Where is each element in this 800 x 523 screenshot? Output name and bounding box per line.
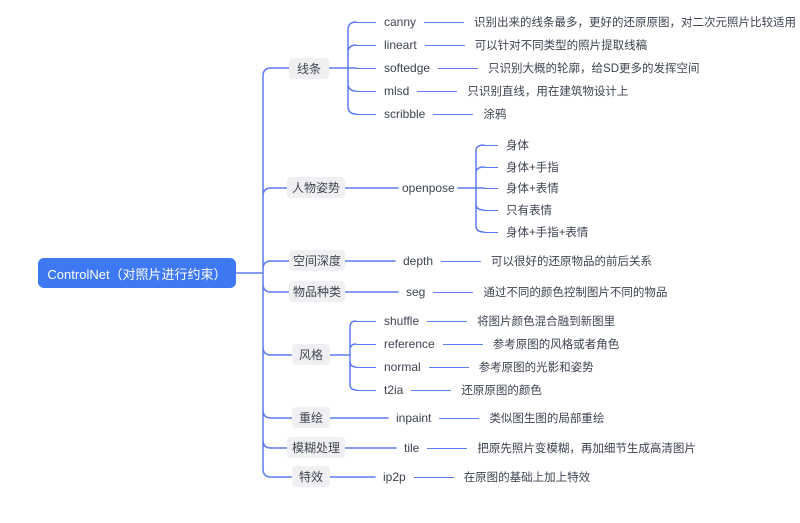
branch-node-blur[interactable]: 模糊处理 [287,437,345,458]
node-pose-body-fingers-face: 身体+手指+表情 [484,223,588,241]
branch-dash [484,231,498,233]
node-t2ia-desc[interactable]: 还原原图的颜色 [461,385,542,397]
branch-dash [433,113,474,115]
node-shuffle-desc[interactable]: 将图片颜色混合融到新图里 [477,316,616,328]
node-normal-label[interactable]: normal [384,360,421,374]
node-inpaint: inpaint 类似图生图的局部重绘 [388,409,604,427]
node-t2ia: t2ia 还原原图的颜色 [356,381,542,399]
branch-node-effects[interactable]: 特效 [292,466,330,487]
branch-dash [356,320,376,322]
node-softedge-desc[interactable]: 只识别大概的轮廓，给SD更多的发挥空间 [488,63,700,75]
node-ip2p: ip2p 在原图的基础上加上特效 [375,468,590,486]
node-scribble-desc[interactable]: 涂鸦 [483,109,507,121]
node-scribble: scribble 涂鸦 [356,105,506,123]
node-reference-desc[interactable]: 参考原图的风格或者角色 [492,339,620,351]
node-pose-body-fingers-face-label[interactable]: 身体+手指+表情 [506,227,589,239]
node-canny-label[interactable]: canny [384,15,417,29]
node-inpaint-desc[interactable]: 类似图生图的局部重绘 [489,413,605,425]
node-openpose: openpose [394,179,455,197]
branch-dash [424,44,465,46]
branch-dash [413,476,454,478]
node-tile-desc[interactable]: 把原先照片变模糊，再加细节生成高清图片 [477,443,696,455]
node-depth-desc[interactable]: 可以很好的还原物品的前后关系 [491,256,653,268]
node-seg: seg 通过不同的颜色控制图片不同的物品 [398,283,667,301]
node-softedge: softedge 只识别大概的轮廓，给SD更多的发挥空间 [356,59,700,77]
node-pose-body-face: 身体+表情 [484,179,559,197]
node-shuffle-label[interactable]: shuffle [384,314,420,328]
branch-dash [356,44,376,46]
node-seg-label[interactable]: seg [406,285,426,299]
node-lineart-desc[interactable]: 可以针对不同类型的照片提取线稿 [474,40,648,52]
branch-dash [484,144,498,146]
branch-dash [356,113,376,115]
branch-dash [356,366,376,368]
node-pose-body-fingers-label[interactable]: 身体+手指 [506,162,559,174]
root-node-controlnet[interactable]: ControlNet（对照片进行约束） [38,258,236,288]
node-ip2p-desc[interactable]: 在原图的基础上加上特效 [463,472,591,484]
node-ip2p-label[interactable]: ip2p [383,470,406,484]
branch-dash [484,187,498,189]
branch-dash [439,417,480,419]
node-tile-label[interactable]: tile [404,441,420,455]
branch-dash [438,67,479,69]
branch-dash [356,389,376,391]
branch-dash [484,209,498,211]
branch-dash [356,90,376,92]
branch-node-pose[interactable]: 人物姿势 [287,177,345,198]
node-t2ia-label[interactable]: t2ia [384,383,404,397]
branch-node-object-type[interactable]: 物品种类 [289,281,345,302]
node-seg-desc[interactable]: 通过不同的颜色控制图片不同的物品 [483,287,668,299]
branch-dash [356,67,376,69]
branch-node-style[interactable]: 风格 [292,344,330,365]
node-mlsd: mlsd 只识别直线，用在建筑物设计上 [356,82,628,100]
node-scribble-label[interactable]: scribble [384,107,426,121]
node-pose-face-only-label[interactable]: 只有表情 [506,205,552,217]
node-softedge-label[interactable]: softedge [384,61,431,75]
node-pose-body-fingers: 身体+手指 [484,158,559,176]
node-canny: canny 识别出来的线条最多，更好的还原原图，对二次元照片比较适用 [356,13,796,31]
branch-dash [417,90,458,92]
branch-node-depth[interactable]: 空间深度 [289,250,345,271]
node-tile: tile 把原先照片变模糊，再加细节生成高清图片 [396,439,696,457]
node-reference: reference 参考原图的风格或者角色 [356,335,619,353]
node-lineart: lineart 可以针对不同类型的照片提取线稿 [356,36,647,54]
node-depth: depth 可以很好的还原物品的前后关系 [395,252,652,270]
node-inpaint-label[interactable]: inpaint [396,411,432,425]
node-pose-face-only: 只有表情 [484,201,552,219]
branch-dash [441,260,482,262]
branch-node-lines[interactable]: 线条 [289,58,329,79]
branch-dash [427,447,468,449]
node-lineart-label[interactable]: lineart [384,38,417,52]
node-mlsd-label[interactable]: mlsd [384,84,410,98]
branch-dash [356,21,376,23]
branch-dash [428,366,469,368]
branch-dash [411,389,452,391]
branch-dash [442,343,483,345]
node-mlsd-desc[interactable]: 只识别直线，用在建筑物设计上 [467,86,629,98]
node-reference-label[interactable]: reference [384,337,435,351]
branch-dash [433,291,474,293]
node-openpose-label[interactable]: openpose [402,181,455,195]
branch-dash [484,166,498,168]
node-pose-body: 身体 [484,136,529,154]
node-normal-desc[interactable]: 参考原图的光影和姿势 [478,362,594,374]
branch-dash [356,343,376,345]
branch-dash [424,21,465,23]
node-depth-label[interactable]: depth [403,254,434,268]
node-canny-desc[interactable]: 识别出来的线条最多，更好的还原原图，对二次元照片比较适用 [474,17,797,29]
node-normal: normal 参考原图的光影和姿势 [356,358,594,376]
node-pose-body-face-label[interactable]: 身体+表情 [506,183,559,195]
branch-node-repaint[interactable]: 重绘 [292,407,330,428]
node-shuffle: shuffle 将图片颜色混合融到新图里 [356,312,615,330]
node-pose-body-label[interactable]: 身体 [506,140,529,152]
branch-dash [427,320,468,322]
